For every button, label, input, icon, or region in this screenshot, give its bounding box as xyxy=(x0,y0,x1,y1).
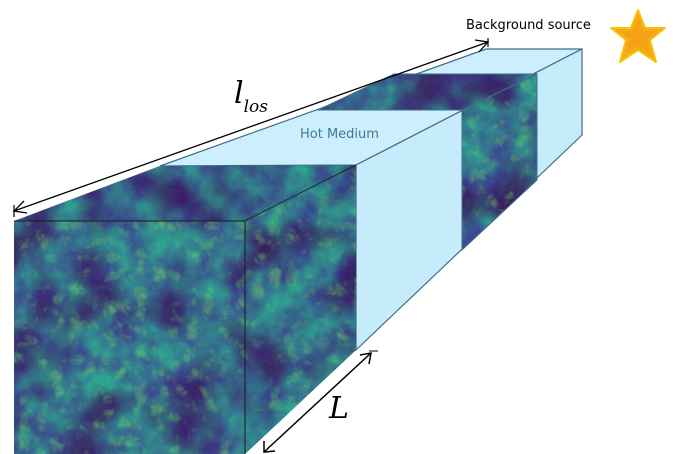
hot-medium-label: Hot Medium xyxy=(300,127,379,142)
star-icon xyxy=(610,9,666,63)
front-density-cube xyxy=(14,164,357,454)
los-length-arrow xyxy=(12,38,490,217)
box-size-arrow xyxy=(263,350,378,453)
background-source-label: Background source xyxy=(466,18,591,33)
box-size-label: L xyxy=(328,391,349,426)
los-length-label: llos xyxy=(234,76,268,117)
